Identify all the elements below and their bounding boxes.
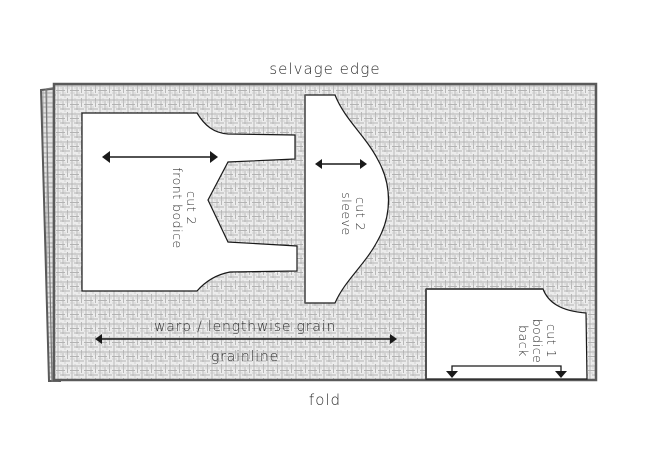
sleeve-label-line1: sleeve — [339, 192, 354, 235]
sleeve-label: sleeve cut 2 — [339, 192, 368, 235]
front-bodice-grainline-arrow — [102, 151, 218, 163]
back-bodice-fold-arrow — [446, 365, 567, 378]
front-bodice-label-line2: cut 2 — [184, 191, 199, 225]
sleeve-piece — [304, 94, 390, 304]
sleeve-grainline-arrow — [315, 159, 367, 169]
warp-grain-label: warp / lengthwise grain — [154, 319, 336, 335]
back-bodice-label-line2: bodice — [530, 319, 545, 364]
back-bodice-piece — [425, 288, 588, 380]
fold-label: fold — [309, 391, 341, 409]
back-bodice-label-line1: back — [516, 325, 531, 357]
back-bodice-label-line3: cut 1 — [544, 324, 559, 358]
front-bodice-label: front bodice cut 2 — [170, 167, 199, 248]
grainline-label: grainline — [211, 349, 279, 365]
lengthwise-grain-arrow — [95, 334, 397, 344]
selvage-edge-label: selvage edge — [269, 60, 380, 78]
front-bodice-label-line1: front bodice — [170, 167, 185, 248]
back-bodice-label: back bodice cut 1 — [516, 319, 559, 364]
sleeve-label-line2: cut 2 — [353, 197, 368, 231]
